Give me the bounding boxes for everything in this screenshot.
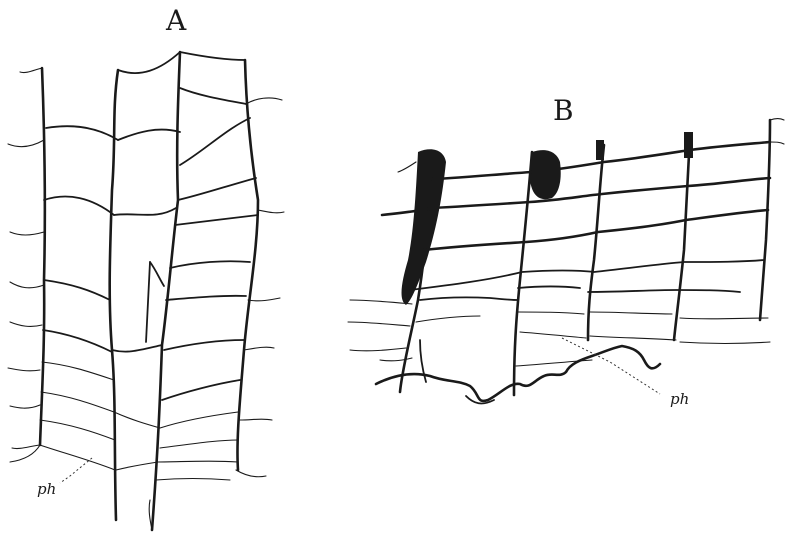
panel-b-bottom-edge: [376, 346, 660, 401]
panel-b-leader-line: [562, 338, 660, 394]
panel-b-annotation: ph: [670, 390, 689, 408]
panel-a-leader-line: [60, 458, 92, 483]
panel-b-vertical-walls: [400, 120, 770, 395]
panel-a-top-edge: [118, 52, 245, 73]
panel-b-dark-wall-masses: [402, 132, 693, 305]
panel-a-cross-walls-right: [156, 88, 258, 480]
panel-a-cross-walls-left: [40, 126, 118, 470]
panel-a-annotation: ph: [37, 480, 56, 498]
panel-a-letter: A: [165, 4, 187, 37]
panel-a-outer-stubs: [8, 68, 284, 530]
panel-b: B: [348, 94, 784, 408]
panel-b-letter: B: [553, 94, 574, 127]
panel-a: A: [8, 4, 284, 530]
